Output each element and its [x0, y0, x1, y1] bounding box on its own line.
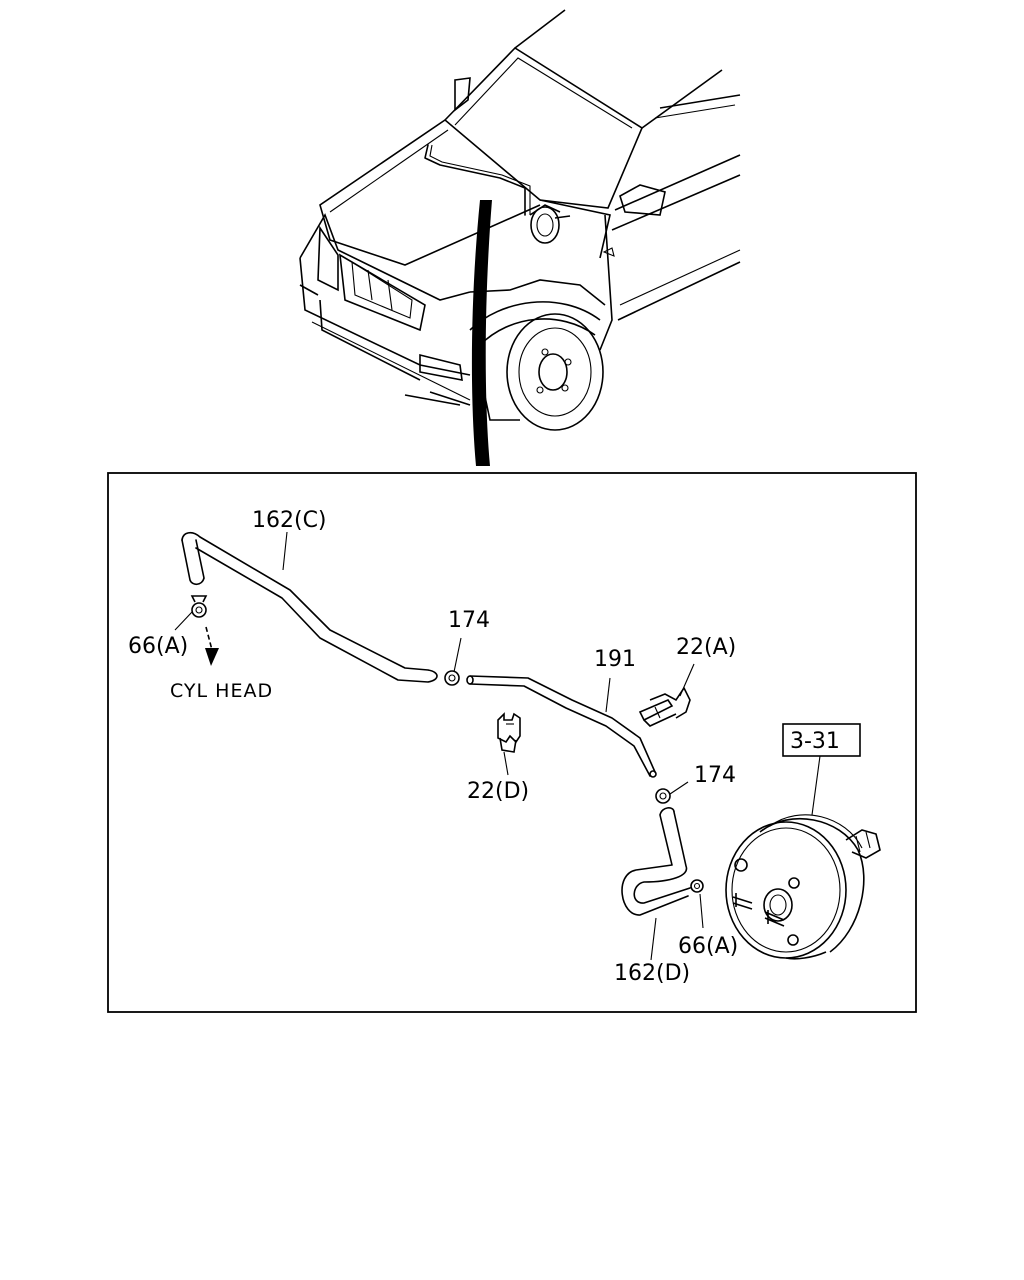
label-clamp-66a-right: 66(A) [678, 934, 738, 959]
clamp-66a-right [690, 879, 704, 893]
ref-box-3-31 [782, 723, 861, 757]
label-clamp-174-right: 174 [694, 763, 736, 788]
clip-22a [638, 686, 691, 727]
label-hose-162d: 162(D) [614, 961, 690, 986]
label-cyl-head: CYL HEAD [170, 680, 273, 702]
detail-leader [471, 200, 492, 466]
label-pipe-191: 191 [594, 647, 636, 672]
detail-frame [107, 472, 917, 1013]
vehicle-illustration [299, 9, 741, 466]
label-clamp-174-top: 174 [448, 608, 490, 633]
clip-22d [497, 712, 521, 753]
label-clip-22d: 22(D) [467, 779, 529, 804]
label-clamp-66a-left: 66(A) [128, 634, 188, 659]
cyl-head-arrow [205, 626, 219, 666]
clamp-66a-left [190, 595, 208, 618]
hose-162c [181, 531, 438, 683]
pipe-191 [466, 675, 657, 778]
label-hose-162c: 162(C) [252, 508, 327, 533]
brake-booster [725, 814, 881, 960]
label-ref-3-31: 3-31 [790, 729, 840, 754]
clamp-174-right [655, 788, 671, 804]
hose-162d [621, 807, 691, 916]
leader-lines [174, 531, 821, 961]
clamp-174-top [444, 670, 460, 686]
label-clip-22a: 22(A) [676, 635, 736, 660]
